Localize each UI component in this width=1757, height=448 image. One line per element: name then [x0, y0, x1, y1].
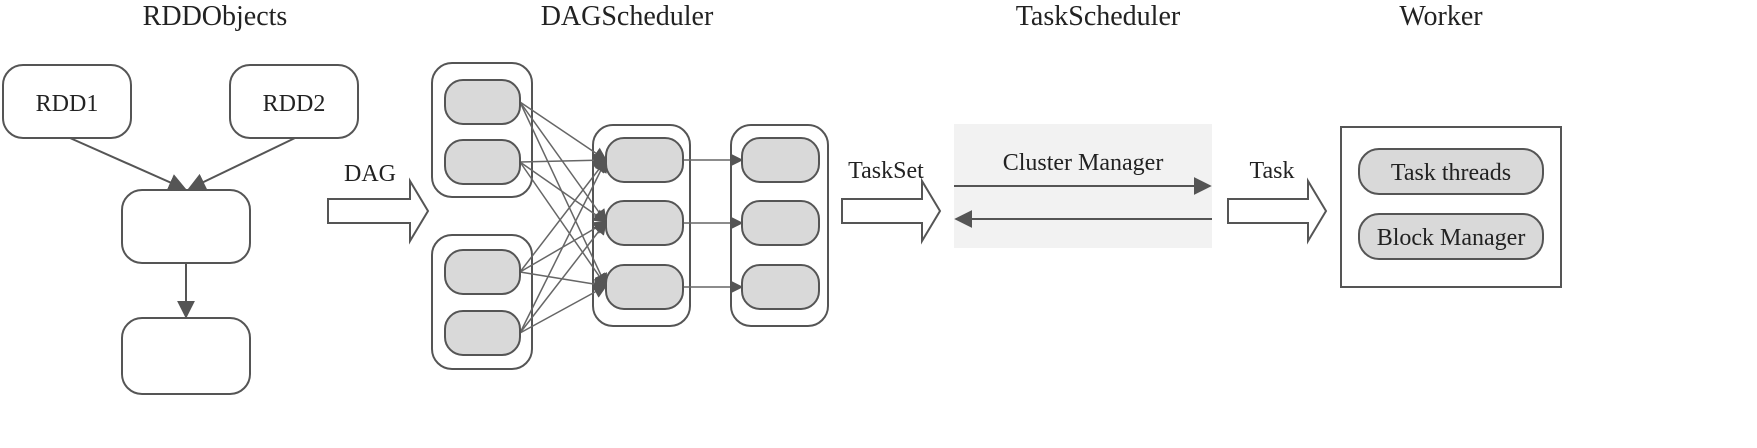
dag-dependency-lines — [519, 101, 744, 334]
header-worker: Worker — [1399, 1, 1483, 32]
dep-edge — [519, 161, 607, 288]
dag-label: DAG — [344, 161, 396, 187]
task-node — [444, 310, 521, 356]
dep-edge — [519, 220, 607, 334]
dep-edge — [519, 101, 607, 288]
rdd1-label: RDD1 — [36, 91, 99, 117]
task-block-arrow — [1227, 177, 1328, 245]
task-label: Task — [1250, 158, 1295, 184]
dep-edge — [519, 101, 607, 224]
task-node — [741, 264, 820, 310]
taskset-label: TaskSet — [848, 158, 924, 184]
task-node — [605, 200, 684, 246]
dag-block-arrow — [327, 177, 430, 245]
rdd1-box — [2, 64, 132, 139]
rdd-dependency-arrows — [69, 137, 296, 319]
task-node — [741, 200, 820, 246]
header-task-scheduler: TaskScheduler — [1016, 1, 1181, 32]
dep-edge — [519, 158, 607, 273]
dag-task-nodes — [444, 79, 820, 356]
dep-edge — [519, 285, 608, 334]
task-threads-box — [1358, 148, 1544, 195]
rdd1-dependency-arrow — [69, 137, 187, 191]
rdd2-label: RDD2 — [263, 91, 326, 117]
rdd-result-box — [121, 317, 251, 395]
task-node — [741, 137, 820, 183]
taskset-block-arrow — [841, 177, 942, 245]
rdd-objects-group — [2, 64, 359, 395]
task-node — [444, 139, 521, 185]
header-dag-scheduler: DAGScheduler — [541, 1, 714, 32]
rdd2-dependency-arrow — [187, 137, 296, 191]
dep-edge — [519, 153, 608, 168]
dep-edge — [519, 101, 608, 161]
task-node — [605, 264, 684, 310]
task-node — [444, 249, 521, 295]
cluster-manager-label: Cluster Manager — [1003, 150, 1164, 176]
dep-edge — [519, 271, 608, 291]
dep-edge — [519, 158, 607, 334]
task-threads-label: Task threads — [1391, 160, 1511, 186]
dep-edge — [519, 161, 608, 223]
task-node — [605, 137, 684, 183]
block-manager-label: Block Manager — [1377, 225, 1526, 251]
rdd-derived-box — [121, 189, 251, 264]
task-node — [444, 79, 521, 125]
header-rdd-objects: RDDObjects — [143, 1, 288, 32]
block-manager-box — [1358, 213, 1544, 260]
